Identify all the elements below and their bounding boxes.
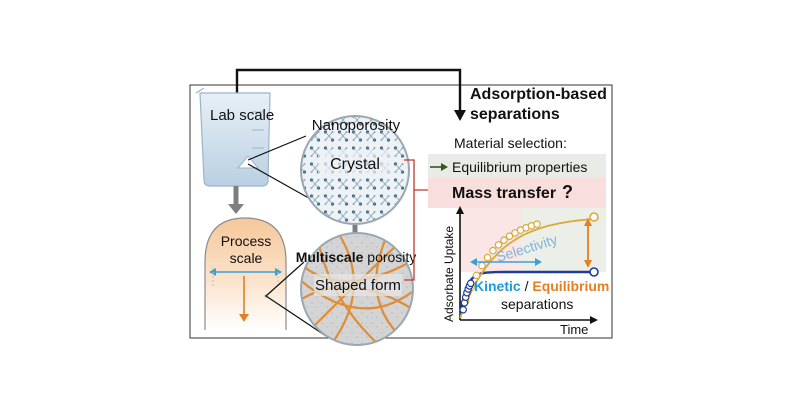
slash-text: / <box>521 278 533 294</box>
process-scale-label-2: scale <box>230 250 263 266</box>
kinetic-curve-marker <box>459 305 468 314</box>
equilibrium-curve-marker <box>472 271 481 280</box>
equilibrium-curve-marker <box>483 253 492 262</box>
process-scale-label-1: Process <box>221 233 272 249</box>
equilibrium-curve-marker <box>489 246 497 255</box>
lab-scale-label: Lab scale <box>210 107 274 124</box>
connector-process-to-shaped-bottom <box>265 295 327 337</box>
material-selection-label: Material selection: <box>454 135 567 151</box>
equilibrium-end-marker <box>589 212 599 222</box>
x-axis-label: Time <box>560 322 588 337</box>
kinetic-equilibrium-label: Kinetic / Equilibrium <box>474 278 609 294</box>
uptake-curves <box>458 212 599 319</box>
equilibrium-curve <box>459 217 597 319</box>
equilibrium-properties-label: Equilibrium properties <box>452 159 587 175</box>
equilibrium-curve-marker <box>533 220 541 229</box>
process-vessel <box>204 217 287 330</box>
equilibrium-curve-marker <box>500 236 508 245</box>
y-axis-label: Adsorbate Uptake <box>442 226 456 322</box>
crystal-label: Crystal <box>330 156 380 173</box>
kinetic-curve-marker <box>466 279 475 288</box>
mass-transfer-label: Mass transfer? <box>452 182 573 202</box>
title-line-2: separations <box>470 106 560 123</box>
top-bracket-arrowhead <box>454 110 466 121</box>
nanoporosity-label: Nanoporosity <box>312 117 401 134</box>
title-line-1: Adsorption-based <box>470 86 607 103</box>
kinetic-text: Kinetic <box>474 278 521 294</box>
porosity-text: porosity <box>363 249 416 265</box>
equilibrium-text: Equilibrium <box>532 278 609 294</box>
equilibrium-curve-marker <box>494 241 503 249</box>
connector-process-to-shaped-top <box>265 261 305 297</box>
multiscale-porosity-label: Multiscale porosity <box>296 249 417 265</box>
multiscale-bold-text: Multiscale <box>296 249 364 265</box>
shaped-form-label: Shaped form <box>315 277 401 294</box>
kinetic-end-marker <box>589 267 599 277</box>
equilibrium-curve-marker <box>478 261 486 270</box>
crystal-circle <box>300 115 410 225</box>
equilibrium-row-bg <box>428 154 606 178</box>
top-bracket-line <box>235 68 462 114</box>
connector-lab-to-crystal-top <box>247 135 307 161</box>
separations-label: separations <box>501 296 573 312</box>
mass-transfer-bg <box>428 178 606 208</box>
equilibrium-curve-marker <box>505 232 514 241</box>
lab-beaker <box>195 87 271 187</box>
